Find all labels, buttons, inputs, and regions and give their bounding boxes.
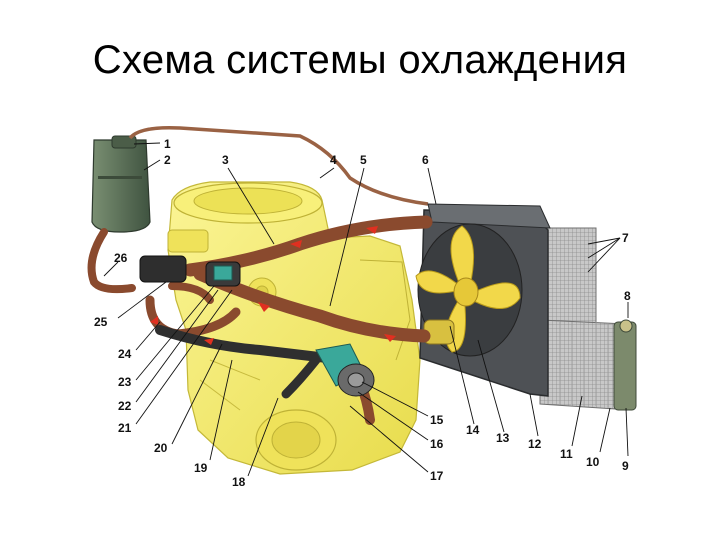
tank-hose [87,228,136,294]
label-16: 16 [430,437,444,451]
label-4: 4 [330,153,337,167]
label-7: 7 [622,231,629,245]
label-11: 11 [560,447,573,461]
label-24: 24 [118,347,132,361]
part-labels: 1 2 3 4 5 6 7 8 9 10 11 12 13 14 15 16 1… [94,137,631,489]
engine-block [167,181,421,475]
label-5: 5 [360,153,367,167]
label-6: 6 [422,153,429,167]
label-23: 23 [118,375,132,389]
label-26: 26 [114,251,128,265]
label-22: 22 [118,399,132,413]
label-20: 20 [154,441,168,455]
label-8: 8 [624,289,631,303]
label-18: 18 [232,475,246,489]
label-9: 9 [622,459,629,473]
label-25: 25 [94,315,108,329]
label-12: 12 [528,437,542,451]
radiator [415,203,637,411]
label-10: 10 [586,455,600,469]
thermostat-housing [139,255,241,287]
label-13: 13 [496,431,510,445]
label-3: 3 [222,153,229,167]
label-21: 21 [118,421,132,435]
label-19: 19 [194,461,208,475]
page-title: Схема системы охлаждения [92,38,628,82]
leader-lines [103,142,629,477]
label-2: 2 [164,153,171,167]
label-14: 14 [466,423,480,437]
label-1: 1 [164,137,171,151]
steam-pipe [128,125,429,206]
flow-arrows [150,226,396,345]
expansion-tank [91,135,151,233]
label-17: 17 [430,469,444,483]
fan-blades [415,225,521,353]
label-15: 15 [430,413,444,427]
water-pump [315,343,375,397]
